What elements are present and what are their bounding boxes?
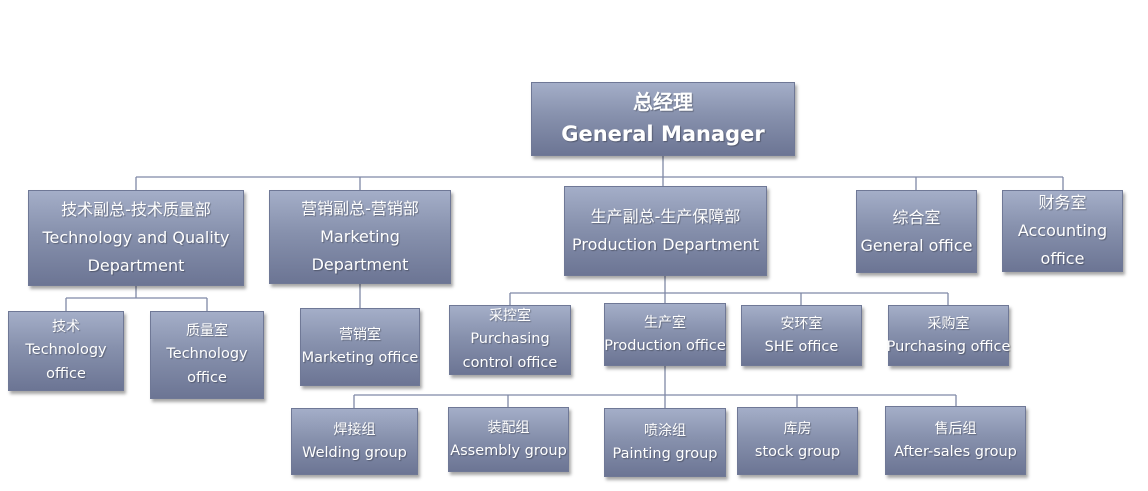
tech-dept-en1: Technology and Quality bbox=[42, 228, 230, 247]
welding-zh: 焊接组 bbox=[333, 421, 376, 438]
mkt-dept-en2: Department bbox=[311, 255, 409, 274]
accounting-zh: 财务室 bbox=[1038, 193, 1087, 212]
tech-quality-dept-box: 技术副总-技术质量部 Technology and Quality Depart… bbox=[28, 190, 244, 286]
accounting-office-box: 财务室 Accounting office bbox=[1002, 190, 1123, 272]
general-office-en1: General office bbox=[860, 235, 973, 255]
purch-ctrl-en2: control office bbox=[462, 355, 558, 371]
welding-group-box: 焊接组 Welding group bbox=[291, 408, 418, 475]
production-office-box: 生产室 Production office bbox=[604, 303, 726, 366]
assembly-en1: Assembly group bbox=[450, 442, 567, 459]
technology-office-box: 技术 Technology office bbox=[8, 311, 124, 391]
tech-dept-zh: 技术副总-技术质量部 bbox=[61, 200, 211, 219]
painting-zh: 喷涂组 bbox=[644, 422, 686, 439]
purch-ctrl-en1: Purchasing bbox=[470, 331, 550, 347]
mkt-office-en1: Marketing office bbox=[301, 350, 419, 366]
stock-zh: 库房 bbox=[783, 421, 812, 437]
stock-group-box: 库房 stock group bbox=[737, 407, 858, 475]
marketing-office-box: 营销室 Marketing office bbox=[300, 308, 420, 386]
purchasing-office-box: 采购室 Purchasing office bbox=[886, 305, 1011, 366]
purch-ctrl-zh: 采控室 bbox=[489, 308, 531, 324]
tech-office-en1: Technology bbox=[25, 342, 107, 358]
gm-en: General Manager bbox=[561, 122, 765, 146]
after-sales-group-box: 售后组 After-sales group bbox=[885, 406, 1026, 475]
painting-en1: Painting group bbox=[612, 445, 718, 462]
general-office-box: 综合室 General office bbox=[856, 190, 977, 273]
production-dept-box: 生产副总-生产保障部 Production Department bbox=[564, 186, 767, 276]
quality-office-box: 质量室 Technology office bbox=[150, 311, 264, 399]
aftersales-zh: 售后组 bbox=[934, 420, 977, 437]
stock-en1: stock group bbox=[754, 444, 841, 460]
assembly-zh: 装配组 bbox=[487, 419, 530, 436]
she-office-box: 安环室 SHE office bbox=[741, 305, 862, 366]
quality-office-en1: Technology bbox=[166, 346, 248, 362]
quality-office-en2: office bbox=[187, 370, 227, 386]
she-office-en1: SHE office bbox=[764, 338, 839, 355]
purchasing-control-office-box: 采控室 Purchasing control office bbox=[449, 305, 571, 375]
mkt-dept-en1: Marketing bbox=[320, 227, 400, 246]
tech-dept-en2: Department bbox=[87, 256, 185, 275]
she-office-zh: 安环室 bbox=[780, 315, 823, 332]
welding-en1: Welding group bbox=[302, 444, 407, 461]
aftersales-en1: After-sales group bbox=[894, 443, 1017, 460]
accounting-en1: Accounting bbox=[1017, 221, 1108, 240]
mkt-dept-zh: 营销副总-营销部 bbox=[301, 199, 419, 218]
purch-office-zh: 采购室 bbox=[927, 315, 970, 332]
purch-office-en1: Purchasing office bbox=[886, 338, 1011, 355]
general-office-zh: 综合室 bbox=[892, 207, 941, 227]
prod-dept-zh: 生产副总-生产保障部 bbox=[590, 207, 741, 226]
prod-office-zh: 生产室 bbox=[644, 314, 686, 331]
quality-office-zh: 质量室 bbox=[186, 323, 228, 339]
tech-office-zh: 技术 bbox=[52, 319, 80, 335]
general-manager-box: 总经理 General Manager bbox=[531, 82, 795, 156]
tech-office-en2: office bbox=[46, 366, 86, 382]
assembly-group-box: 装配组 Assembly group bbox=[448, 407, 569, 472]
prod-office-en1: Production office bbox=[604, 337, 726, 354]
accounting-en2: office bbox=[1040, 249, 1085, 268]
painting-group-box: 喷涂组 Painting group bbox=[604, 408, 726, 477]
marketing-dept-box: 营销副总-营销部 Marketing Department bbox=[269, 190, 451, 284]
gm-zh: 总经理 bbox=[633, 90, 693, 114]
mkt-office-zh: 营销室 bbox=[339, 327, 381, 343]
prod-dept-en1: Production Department bbox=[571, 235, 760, 254]
